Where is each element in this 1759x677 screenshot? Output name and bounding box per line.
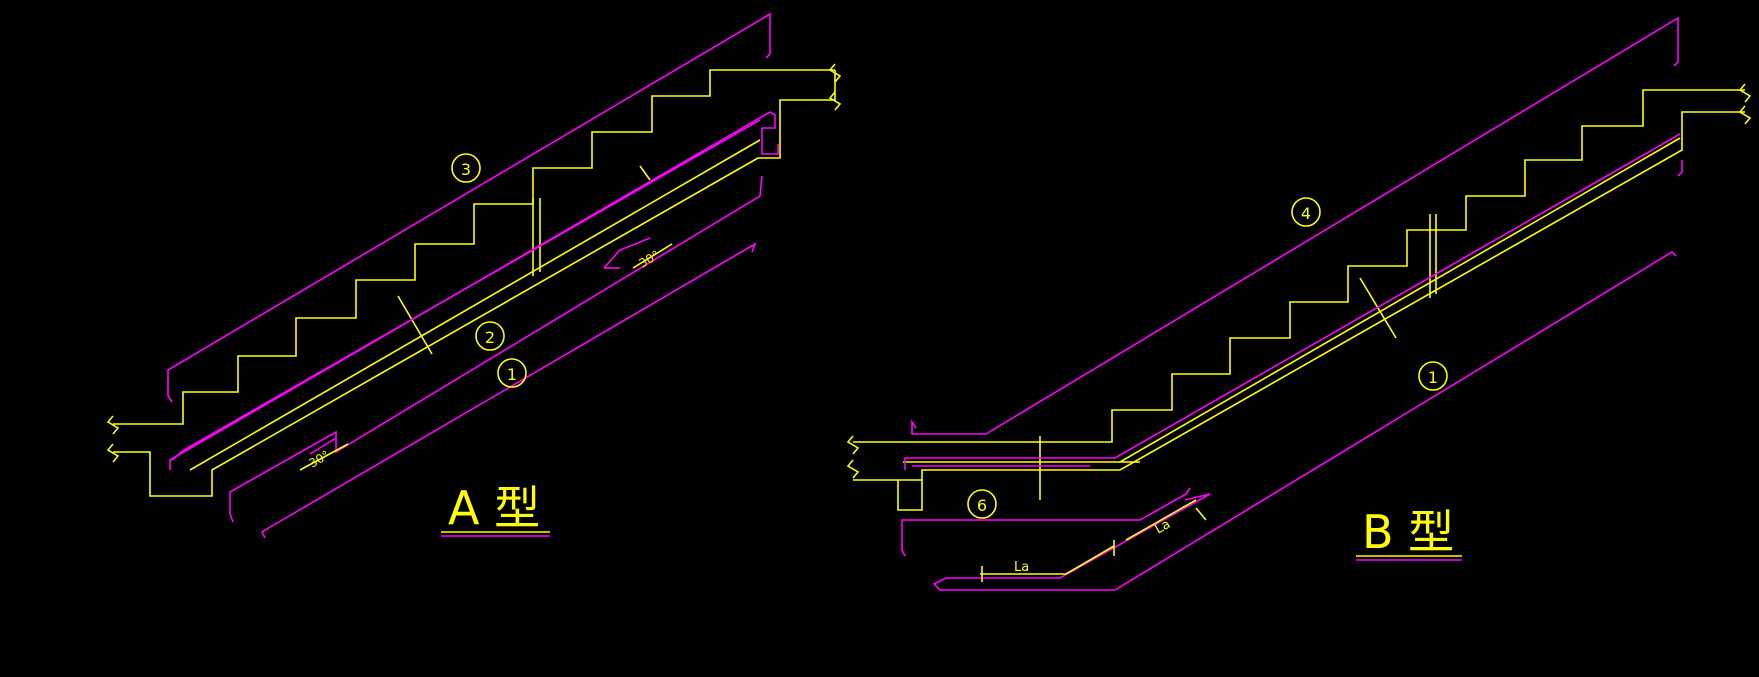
labels: 3 2 1 30° 30° A 型 4 1 6 La La B 型 <box>307 160 1455 575</box>
title-b: B 型 <box>1362 505 1454 559</box>
angle-label-a-1: 30° <box>307 448 332 471</box>
bar-label-b-4: 4 <box>1301 204 1311 223</box>
title-a: A 型 <box>448 481 540 535</box>
bar-label-a-2: 2 <box>485 328 495 347</box>
bar-mark-6 <box>967 489 997 519</box>
stair-diagram-b <box>846 16 1752 591</box>
bar-label-b-6: 6 <box>977 496 987 515</box>
bar-label-a-3: 3 <box>461 160 471 179</box>
bar-mark-4 <box>1291 197 1321 227</box>
stair-a-concrete-outline <box>106 63 842 497</box>
bar-mark-2 <box>475 321 505 351</box>
bar-mark-1 <box>497 358 527 388</box>
length-label-b-2: La <box>1153 517 1174 538</box>
stair-b-concrete-outline <box>846 83 1752 511</box>
stair-diagram-a <box>106 12 842 539</box>
angle-label-a-2: 30° <box>637 248 662 271</box>
length-label-b-1: La <box>1014 560 1029 575</box>
bar-mark-1b <box>1418 361 1448 391</box>
stair-a-annotations <box>299 153 673 537</box>
bar-label-b-1: 1 <box>1428 368 1438 387</box>
stair-b-rebars <box>901 16 1683 591</box>
stair-a-rebars <box>167 12 779 539</box>
bar-mark-3 <box>451 153 481 183</box>
bar-label-a-1: 1 <box>507 365 517 384</box>
stair-b-annotations <box>967 197 1462 582</box>
